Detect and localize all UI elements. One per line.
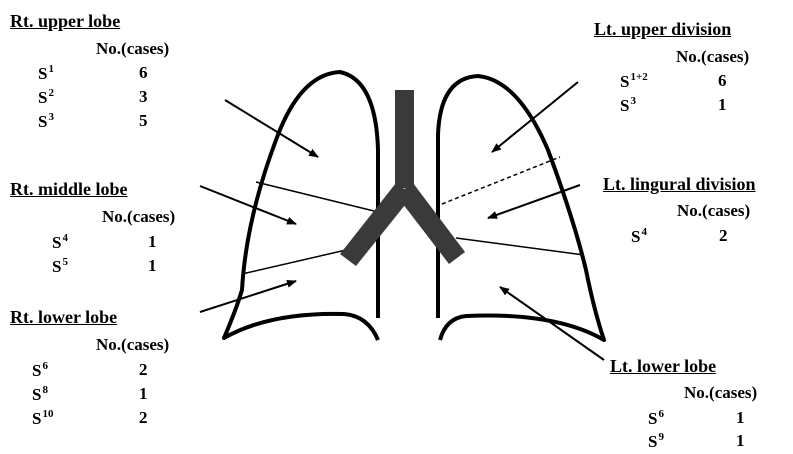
lobe-title: Rt. upper lobe bbox=[10, 12, 120, 30]
lobe-block-lt-upper: Lt. upper division No.(cases) S1+2 6 S3 … bbox=[594, 20, 784, 120]
cases-header: No.(cases) bbox=[102, 208, 175, 225]
segment-label: S3 bbox=[38, 112, 54, 130]
cases-header: No.(cases) bbox=[684, 384, 757, 401]
lobe-block-rt-lower: Rt. lower lobe No.(cases) S6 2 S8 1 S10 … bbox=[10, 308, 210, 438]
case-count: 2 bbox=[719, 227, 728, 244]
trachea bbox=[395, 90, 414, 188]
segment-label: S4 bbox=[52, 233, 68, 251]
case-count: 5 bbox=[139, 112, 148, 129]
case-count: 1 bbox=[736, 409, 745, 426]
left-lung-outline bbox=[438, 76, 604, 340]
arrow-rt-lower bbox=[200, 281, 296, 312]
lobe-title: Lt. upper division bbox=[594, 20, 731, 38]
lobe-title: Lt. lower lobe bbox=[610, 357, 716, 375]
lobe-title: Lt. lingural division bbox=[603, 175, 756, 193]
left-oblique-fissure bbox=[456, 238, 584, 255]
case-count: 1 bbox=[148, 233, 157, 250]
lobe-title: Rt. lower lobe bbox=[10, 308, 117, 326]
cases-header: No.(cases) bbox=[676, 48, 749, 65]
lobe-block-lt-lingular: Lt. lingural division No.(cases) S4 2 bbox=[603, 175, 791, 255]
case-count: 6 bbox=[718, 72, 727, 89]
right-horizontal-fissure bbox=[256, 182, 378, 212]
case-count: 1 bbox=[718, 96, 727, 113]
segment-label: S1+2 bbox=[620, 72, 648, 90]
lobe-block-rt-middle: Rt. middle lobe No.(cases) S4 1 S5 1 bbox=[10, 180, 220, 280]
lobe-block-lt-lower: Lt. lower lobe No.(cases) S6 1 S9 1 bbox=[610, 357, 790, 453]
segment-label: S9 bbox=[648, 432, 664, 450]
segment-label: S5 bbox=[52, 257, 68, 275]
segment-label: S8 bbox=[32, 385, 48, 403]
segment-label: S10 bbox=[32, 409, 53, 427]
case-count: 2 bbox=[139, 361, 148, 378]
lobe-title: Rt. middle lobe bbox=[10, 180, 128, 198]
lobe-block-rt-upper: Rt. upper lobe No.(cases) S1 6 S2 3 S3 5 bbox=[10, 12, 210, 122]
segment-label: S4 bbox=[631, 227, 647, 245]
case-count: 1 bbox=[148, 257, 157, 274]
segment-label: S6 bbox=[32, 361, 48, 379]
arrow-lt-upper bbox=[492, 82, 578, 152]
case-count: 6 bbox=[139, 64, 148, 81]
arrow-lt-lower bbox=[500, 287, 604, 360]
case-count: 1 bbox=[736, 432, 745, 449]
left-main-bronchus bbox=[396, 183, 465, 264]
segment-label: S3 bbox=[620, 96, 636, 114]
left-upper-dashed-fissure bbox=[442, 157, 560, 204]
segment-label: S1 bbox=[38, 64, 54, 82]
segment-label: S2 bbox=[38, 88, 54, 106]
right-oblique-fissure bbox=[242, 250, 346, 274]
cases-header: No.(cases) bbox=[96, 336, 169, 353]
case-count: 2 bbox=[139, 409, 148, 426]
segment-label: S6 bbox=[648, 409, 664, 427]
cases-header: No.(cases) bbox=[677, 202, 750, 219]
cases-header: No.(cases) bbox=[96, 40, 169, 57]
case-count: 1 bbox=[139, 385, 148, 402]
case-count: 3 bbox=[139, 88, 148, 105]
